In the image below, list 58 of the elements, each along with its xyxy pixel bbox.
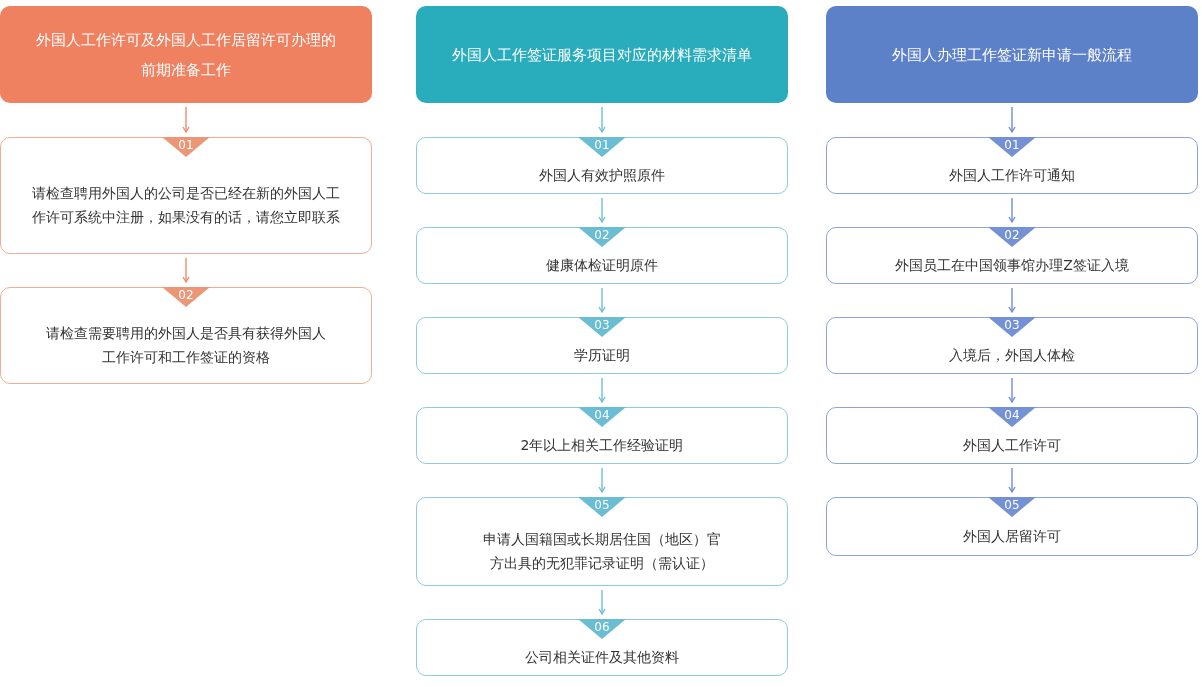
arrow [598,467,606,493]
arrow [1008,106,1016,133]
step-text: 外国人工作许可 [963,436,1061,455]
step-box [0,287,372,384]
step-text: 公司相关证件及其他资料 [525,648,679,667]
step-text: 外国人有效护照原件 [539,166,665,185]
step-box [416,317,788,374]
arrow [1008,467,1016,493]
step-text: 学历证明 [574,346,630,365]
step-text: 健康体检证明原件 [546,256,658,275]
step-text: 入境后，外国人体检 [949,346,1075,365]
step-number-badge: 05 [578,497,626,517]
arrow [1008,377,1016,403]
step-box [826,407,1198,464]
step-number-badge: 05 [988,497,1036,517]
arrow [182,106,190,133]
step-box [416,407,788,464]
step-box [416,137,788,194]
arrow [182,257,190,283]
column-header [416,6,788,103]
header-title: 外国人工作许可及外国人工作居留许可办理的前期准备工作 [35,29,337,81]
arrow [1008,287,1016,313]
step-box [416,619,788,676]
arrow [598,287,606,313]
step-box [416,497,788,586]
step-number-badge: 02 [162,287,210,307]
step-text: 申请人国籍国或长期居住国（地区）官方出具的无犯罪记录证明（需认证） [482,530,722,573]
step-box [826,137,1198,194]
step-number-badge: 03 [988,317,1036,337]
arrow [598,197,606,223]
step-box [826,227,1198,284]
step-text: 外国人居留许可 [963,527,1061,546]
step-box [826,497,1198,556]
step-text: 外国员工在中国领事馆办理Z签证入境 [895,256,1129,275]
header-title: 外国人工作签证服务项目对应的材料需求清单 [452,44,752,66]
arrow [598,377,606,403]
step-number-badge: 01 [988,137,1036,157]
step-number-badge: 04 [988,407,1036,427]
column-header [826,6,1198,103]
column-header [0,6,372,103]
arrow [598,106,606,133]
header-title: 外国人办理工作签证新申请一般流程 [892,44,1132,66]
step-number-badge: 04 [578,407,626,427]
step-box [0,137,372,254]
step-number-badge: 06 [578,619,626,639]
step-text: 请检查聘用外国人的公司是否已经在新的外国人工作许可系统中注册，如果没有的话，请您立即联系 [31,184,341,227]
step-number-badge: 02 [988,227,1036,247]
step-number-badge: 02 [578,227,626,247]
arrow [1008,197,1016,223]
step-number-badge: 03 [578,317,626,337]
arrow [598,589,606,615]
step-number-badge: 01 [162,137,210,157]
step-text: 请检查需要聘用的外国人是否具有获得外国人工作许可和工作签证的资格 [45,324,327,367]
step-box [416,227,788,284]
step-box [826,317,1198,374]
step-text: 2年以上相关工作经验证明 [520,436,684,455]
step-text: 外国人工作许可通知 [949,166,1075,185]
step-number-badge: 01 [578,137,626,157]
